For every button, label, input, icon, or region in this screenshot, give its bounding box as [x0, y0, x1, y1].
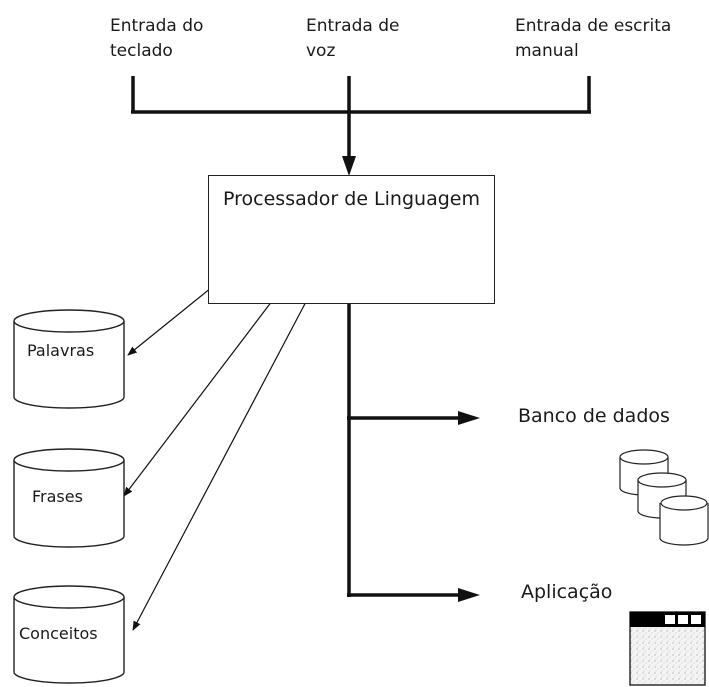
input-arrowhead [342, 156, 356, 176]
application-window-icon [629, 611, 706, 686]
output-bus [347, 304, 462, 597]
link-conceitos [132, 278, 319, 631]
palavras-label: Palavras [27, 341, 95, 360]
cylinder-conceitos [13, 585, 125, 684]
database-stack-icon [619, 449, 709, 546]
handwriting-input-label: Entrada de escrita manual [515, 16, 672, 61]
cylinder-frases [13, 448, 125, 548]
database-label: Banco de dados [518, 405, 670, 427]
input-bus [131, 76, 591, 158]
database-arrowhead [458, 411, 480, 425]
frases-label: Frases [32, 487, 83, 506]
voice-input-label: Entrada de voz [306, 16, 400, 61]
application-label: Aplicação [521, 581, 613, 603]
language-processor-title: Processador de Linguagem [223, 188, 480, 210]
language-processor-box: Processador de Linguagem [208, 175, 495, 304]
conceitos-label: Conceitos [19, 624, 98, 643]
keyboard-input-label: Entrada do teclado [110, 16, 204, 61]
cylinder-palavras [13, 309, 125, 409]
application-arrowhead [458, 588, 480, 602]
